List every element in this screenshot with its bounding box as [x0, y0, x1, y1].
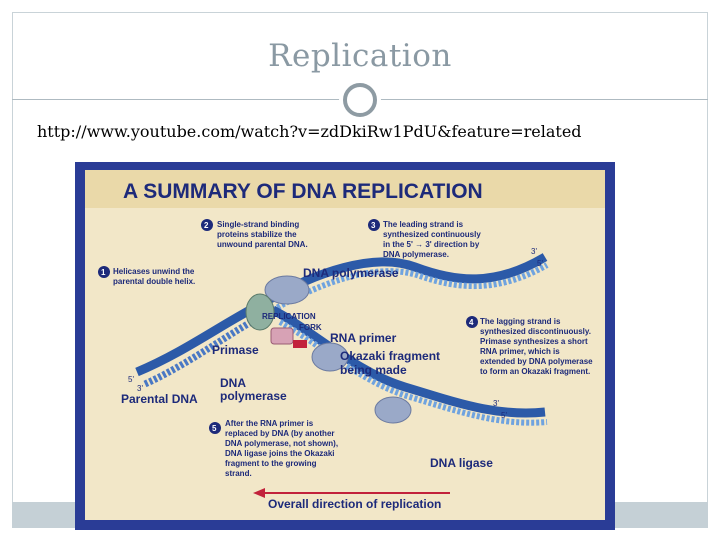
- label-parental-dna: Parental DNA: [121, 392, 198, 406]
- callout-4-line-3: Primase synthesizes a short: [480, 337, 588, 346]
- leading-strand: [262, 253, 548, 306]
- strand-end-left-3: 3': [137, 384, 143, 393]
- strand-end-lower-right-5: 5': [501, 411, 507, 420]
- dna-polymerase-top-shape: [264, 275, 310, 305]
- callout-5-number: 5: [212, 424, 217, 433]
- rna-primer-shape: [293, 340, 307, 348]
- callout-3-line-2: synthesized continuously: [383, 230, 481, 239]
- helicase-shape: [245, 293, 275, 331]
- callout-1-line-2: parental double helix.: [113, 277, 195, 286]
- callout-1-number: 1: [101, 268, 106, 277]
- callout-2-number-icon: [201, 219, 213, 231]
- label-dna-polymerase-left-1: DNA: [220, 376, 246, 390]
- strand-end-left-5: 5': [128, 375, 134, 384]
- callout-2-line-3: unwound parental DNA.: [217, 240, 308, 249]
- dna-ligase-shape: [374, 396, 412, 424]
- callout-1-number-icon: [98, 266, 110, 278]
- lagging-strand-new: [278, 319, 548, 426]
- figure-heading: A SUMMARY OF DNA REPLICATION: [123, 180, 483, 203]
- leading-strand-new: [271, 262, 549, 313]
- callout-4-number: 4: [469, 318, 474, 327]
- callout-3-line-4: DNA polymerase.: [383, 250, 449, 259]
- callout-4-line-5: extended by DNA polymerase: [480, 357, 593, 366]
- divider-circle-icon: [343, 83, 377, 117]
- label-dna-polymerase-top: DNA polymerase: [303, 266, 399, 280]
- strand-end-top-right-3: 3': [531, 247, 537, 256]
- callout-3-number: 3: [371, 221, 376, 230]
- label-okazaki-2: being made: [340, 363, 407, 377]
- overall-direction-arrowhead: [253, 488, 265, 498]
- callout-3-line-1: The leading strand is: [383, 220, 464, 229]
- callout-2-number: 2: [204, 221, 209, 230]
- lagging-strand: [270, 306, 546, 418]
- primase-shape: [270, 327, 294, 345]
- slide-title: Replication: [268, 38, 452, 74]
- title-divider-right: [378, 99, 708, 100]
- callout-5-line-5: fragment to the growing: [225, 459, 317, 468]
- label-dna-polymerase-left-2: polymerase: [220, 389, 287, 403]
- label-okazaki-1: Okazaki fragment: [340, 349, 440, 363]
- label-fork: FORK: [299, 323, 322, 332]
- callout-4-line-6: to form an Okazaki fragment.: [480, 367, 590, 376]
- strand-end-lower-right-3: 3': [493, 399, 499, 408]
- callout-4-line-1: The lagging strand is: [480, 317, 561, 326]
- label-rna-primer: RNA primer: [330, 331, 397, 345]
- dna-replication-figure: A SUMMARY OF DNA REPLICATION 1 Helicases…: [75, 162, 615, 530]
- label-primase: Primase: [212, 343, 259, 357]
- label-dna-ligase: DNA ligase: [430, 456, 493, 470]
- callout-5-number-icon: [209, 422, 221, 434]
- callout-3-number-icon: [368, 219, 380, 231]
- callout-4-line-4: RNA primer, which is: [480, 347, 560, 356]
- label-replication: REPLICATION: [262, 312, 316, 321]
- callout-3-line-3: in the 5' → 3' direction by: [383, 240, 480, 249]
- strand-end-top-right-5: 5': [537, 259, 543, 268]
- callout-1-line-1: Helicases unwind the: [113, 267, 195, 276]
- callout-2-line-1: Single-strand binding: [217, 220, 299, 229]
- callout-5-line-2: replaced by DNA (by another: [225, 429, 335, 438]
- callout-5-line-6: strand.: [225, 469, 252, 478]
- label-overall-direction: Overall direction of replication: [268, 497, 441, 511]
- title-divider-left: [12, 99, 342, 100]
- callout-5-line-1: After the RNA primer is: [225, 419, 314, 428]
- callout-4-line-2: synthesized discontinuously.: [480, 327, 591, 336]
- title-area: Replication: [12, 12, 708, 100]
- heading-band: [85, 170, 605, 208]
- callout-5-line-3: DNA polymerase, not shown),: [225, 439, 338, 448]
- callout-4-number-icon: [466, 316, 478, 328]
- callout-2-line-2: proteins stabilize the: [217, 230, 297, 239]
- dna-polymerase-lower-shape: [311, 342, 349, 372]
- video-link[interactable]: http://www.youtube.com/watch?v=zdDkiRw1P…: [37, 122, 582, 141]
- callout-5-line-4: DNA ligase joins the Okazaki: [225, 449, 335, 458]
